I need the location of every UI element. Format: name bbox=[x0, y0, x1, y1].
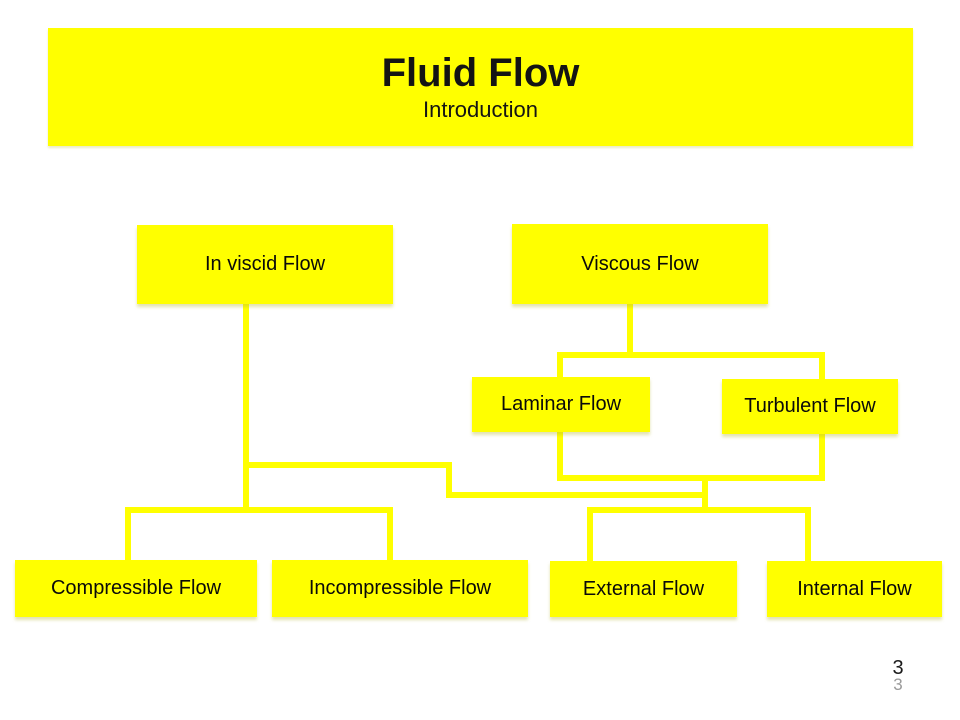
connector-crosslink-lower bbox=[446, 492, 708, 498]
slide-subtitle: Introduction bbox=[423, 96, 538, 122]
node-inviscid-flow-label: In viscid Flow bbox=[204, 253, 326, 275]
node-external-flow: External Flow bbox=[550, 561, 737, 617]
node-internal-flow: Internal Flow bbox=[767, 561, 942, 617]
node-viscous-flow: Viscous Flow bbox=[512, 224, 768, 304]
node-turbulent-flow-label: Turbulent Flow bbox=[744, 395, 876, 417]
connector-viscous-subtree-down bbox=[702, 475, 708, 513]
node-compressible-flow-label: Compressible Flow bbox=[50, 577, 222, 599]
connector-crosslink-upper bbox=[243, 462, 452, 468]
node-laminar-flow: Laminar Flow bbox=[472, 377, 650, 432]
connector-inviscid-down bbox=[243, 304, 249, 513]
connector-viscous-down bbox=[627, 304, 633, 358]
node-inviscid-flow: In viscid Flow bbox=[137, 225, 393, 304]
node-laminar-flow-label: Laminar Flow bbox=[500, 393, 622, 415]
node-turbulent-flow: Turbulent Flow bbox=[722, 379, 898, 434]
node-external-flow-label: External Flow bbox=[582, 577, 705, 600]
page-number-ghost: 3 bbox=[893, 675, 903, 694]
connector-crosslink-step bbox=[446, 462, 452, 498]
bracket-compressible-incompressible bbox=[125, 507, 393, 560]
node-viscous-flow-label: Viscous Flow bbox=[581, 252, 699, 275]
slide-title: Fluid Flow bbox=[381, 50, 580, 95]
bracket-external-internal bbox=[587, 507, 811, 561]
node-compressible-flow: Compressible Flow bbox=[15, 560, 257, 617]
node-internal-flow-label: Internal Flow bbox=[797, 577, 912, 600]
node-incompressible-flow: Incompressible Flow bbox=[272, 560, 528, 617]
node-incompressible-flow-label: Incompressible Flow bbox=[308, 577, 492, 599]
page-number: 3 bbox=[892, 657, 904, 679]
title-banner: Fluid Flow Introduction bbox=[48, 28, 913, 146]
